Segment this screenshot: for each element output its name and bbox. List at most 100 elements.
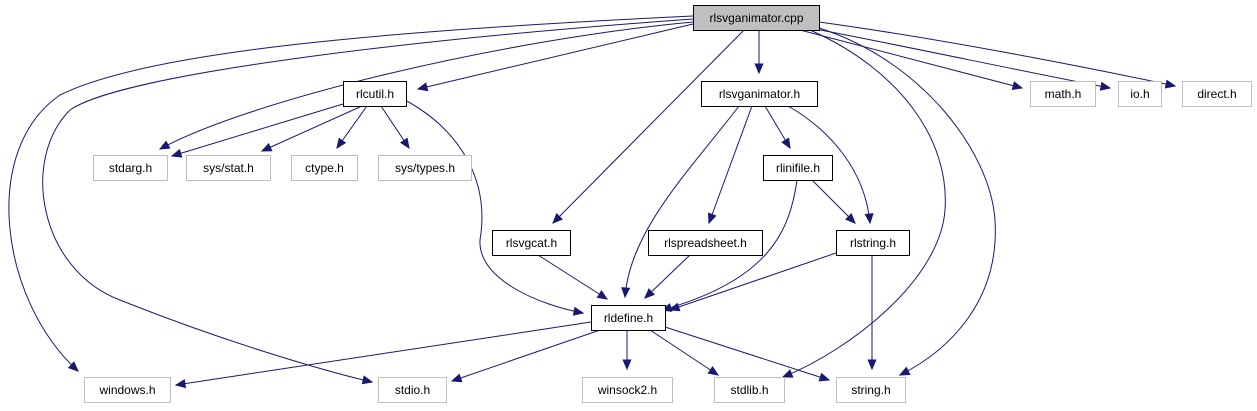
edge-rlsvganimator_cpp-to-direct_h (818, 21, 1177, 89)
edge-line (159, 21, 694, 150)
node-label: math.h (1045, 87, 1082, 101)
arrow-head (818, 372, 831, 382)
arrow-head (707, 365, 720, 376)
edge-line (664, 326, 830, 381)
node-box (1118, 81, 1162, 107)
node-label: rldefine.h (604, 311, 653, 325)
edge-rlstring_h-to-rldefine_h (668, 252, 837, 312)
node-direct-h: direct.h (1182, 81, 1252, 107)
edge-line (624, 105, 740, 298)
edge-line (787, 105, 871, 224)
edge-line (818, 27, 996, 376)
edge-rldefine_h-to-winsock2_h (622, 330, 632, 371)
edge-rldefine_h-to-string_h (664, 326, 831, 382)
edge-line (708, 105, 753, 224)
node-label: io.h (1130, 87, 1149, 101)
arrow-head (898, 366, 911, 376)
edge-rlsvgcat_h-to-rldefine_h (537, 254, 609, 300)
node-rlsvgcat-h[interactable]: rlsvgcat.h (492, 230, 571, 256)
node-ctype-h: ctype.h (291, 155, 358, 181)
node-label: string.h (851, 383, 890, 397)
edge-rlsvganimator_cpp-to-rlcutil_h (416, 23, 694, 92)
arrow-head (1011, 81, 1024, 91)
node-rlsvganimator-cpp[interactable]: rlsvganimator.cpp (693, 5, 820, 31)
edge-rldefine_h-to-stdlib_h (649, 329, 720, 376)
node-box (701, 81, 818, 107)
edge-rlsvganimator_cpp-to-stdarg_h (158, 21, 694, 150)
edge-rlsvganimator_h-to-rlstring_h (787, 105, 874, 225)
edge-rlcutil_h-to-ctype_h (336, 105, 368, 150)
node-label: rlspreadsheet.h (664, 236, 747, 250)
arrow-head (399, 137, 410, 150)
arrow-head (781, 137, 791, 150)
node-string-h: string.h (836, 377, 906, 403)
edge-line (171, 103, 344, 157)
arrow-head (1099, 81, 1112, 91)
edge-line (799, 29, 1023, 89)
arrow-head (596, 290, 609, 300)
edge-rlcutil_h-to-sys_types_h (380, 105, 410, 150)
edge-rlsvganimator_cpp-to-rlsvgcat_h (552, 29, 745, 224)
edge-line (811, 179, 856, 224)
edge-rlsvganimator_h-to-rldefine_h (621, 105, 740, 299)
edge-rlcutil_h-to-rldefine_h (404, 99, 585, 316)
node-box (186, 155, 271, 181)
edge-line (8, 15, 694, 372)
node-box (648, 230, 763, 256)
edge-rlsvganimator_cpp-to-math_h (799, 29, 1024, 91)
edge-line (261, 105, 363, 152)
edge-rlsvganimator_cpp-to-stdlib_h (781, 29, 946, 378)
node-rlspreadsheet-h[interactable]: rlspreadsheet.h (648, 230, 763, 256)
arrow-head (158, 140, 171, 150)
node-box (291, 155, 358, 181)
node-io-h: io.h (1118, 81, 1162, 107)
edge-line (644, 254, 691, 299)
node-box (492, 230, 571, 256)
node-rlcutil-h[interactable]: rlcutil.h (343, 81, 407, 107)
edge-line (42, 18, 694, 383)
edge-rlstring_h-to-string_h (867, 255, 877, 371)
edge-rldefine_h-to-windows_h (174, 321, 592, 389)
edge-line (552, 29, 745, 224)
arrow-head (845, 213, 856, 224)
node-label: rlstring.h (850, 236, 896, 250)
node-label: stdlib.h (730, 383, 768, 397)
arrow-head (174, 379, 187, 389)
node-box (84, 377, 171, 403)
edge-rlspreadsheet_h-to-rldefine_h (644, 254, 691, 299)
edge-rlcutil_h-to-stdarg_h (170, 103, 344, 158)
edge-line (404, 99, 584, 314)
node-label: rlcutil.h (356, 87, 394, 101)
node-label: rlsvgcat.h (506, 236, 557, 250)
node-rldefine-h[interactable]: rldefine.h (591, 305, 666, 331)
node-label: direct.h (1197, 87, 1236, 101)
node-box (93, 155, 168, 181)
edge-rlsvganimator_h-to-rlinifile_h (764, 105, 791, 150)
node-box (378, 377, 447, 403)
edge-line (451, 329, 601, 382)
node-box (591, 305, 666, 331)
arrow-head (416, 82, 429, 92)
node-rlinifile-h[interactable]: rlinifile.h (763, 155, 833, 181)
edge-rlsvganimator_cpp-to-io_h (809, 27, 1112, 91)
edge-rlinifile_h-to-rlstring_h (811, 179, 856, 224)
node-math-h: math.h (1030, 81, 1096, 107)
arrow-head (864, 213, 874, 225)
node-label: sys/types.h (395, 161, 455, 175)
node-stdarg-h: stdarg.h (93, 155, 168, 181)
edge-line (809, 27, 1111, 89)
node-rlstring-h[interactable]: rlstring.h (836, 230, 910, 256)
edge-line (417, 23, 694, 90)
node-rlsvganimator-h[interactable]: rlsvganimator.h (701, 81, 818, 107)
node-box (1030, 81, 1096, 107)
arrow-head (1164, 79, 1177, 89)
edge-rlsvganimator_cpp-to-rlsvganimator_h (754, 30, 764, 75)
node-label: stdio.h (395, 383, 430, 397)
node-box (836, 230, 910, 256)
arrow-head (260, 142, 273, 152)
arrow-head (668, 302, 681, 312)
arrow-head (336, 137, 347, 150)
node-stdlib-h: stdlib.h (714, 377, 785, 403)
arrow-head (781, 369, 794, 378)
edge-rlsvganimator_h-to-rlspreadsheet_h (708, 105, 753, 225)
